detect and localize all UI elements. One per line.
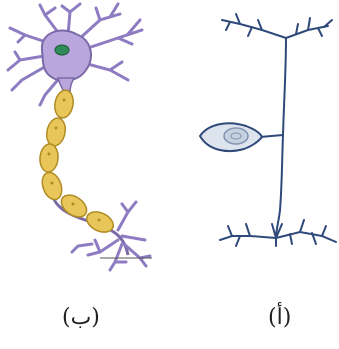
label-a: (أ)	[268, 304, 291, 332]
nucleus	[224, 128, 248, 144]
bottom-branch-right	[276, 232, 336, 242]
myelin-sheath	[39, 89, 117, 236]
bipolar-neuron-icon	[200, 14, 336, 246]
nucleus	[55, 45, 69, 55]
axon-line	[276, 38, 286, 238]
multipolar-neuron-icon	[8, 4, 152, 270]
cell-process	[260, 135, 283, 137]
label-b: (ب)	[62, 304, 100, 332]
bottom-branch-left	[220, 236, 276, 240]
top-branch-left	[222, 20, 286, 38]
cell-body	[42, 31, 91, 81]
